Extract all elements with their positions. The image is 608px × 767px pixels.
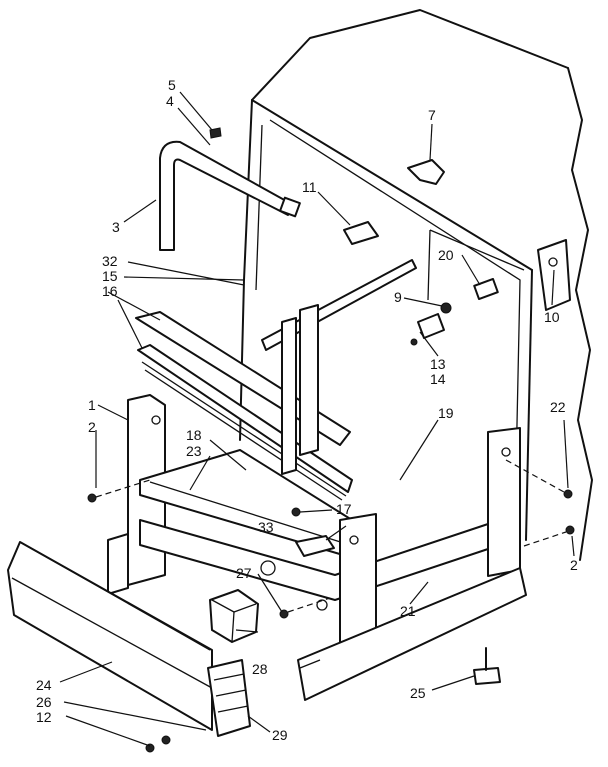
- callout-5: 5: [168, 77, 176, 93]
- callout-14: 14: [430, 371, 446, 387]
- frame-foot-left: [107, 533, 129, 595]
- callout-19: 19: [438, 405, 454, 421]
- callout-2-left: 2: [88, 419, 96, 435]
- callout-16: 16: [102, 283, 118, 299]
- callout-9: 9: [394, 289, 402, 305]
- front-post-right: [487, 427, 521, 577]
- clip-part-7: [407, 159, 445, 185]
- base-rail: [297, 567, 527, 701]
- rear-post-left: [281, 317, 297, 475]
- tub-cabinet: [239, 9, 593, 561]
- callout-29: 29: [272, 727, 288, 743]
- arm-end-block: [279, 196, 301, 218]
- leveling-foot-part-25: [473, 667, 501, 685]
- callout-25: 25: [410, 685, 426, 701]
- screw-part-12: [145, 743, 155, 753]
- leader-lines: [59, 91, 575, 747]
- callout-13: 13: [430, 356, 446, 372]
- callout-23: 23: [186, 443, 202, 459]
- callout-20: 20: [438, 247, 454, 263]
- callout-26: 26: [36, 694, 52, 710]
- callout-1: 1: [88, 397, 96, 413]
- callout-7: 7: [428, 107, 436, 123]
- callout-24: 24: [36, 677, 52, 693]
- callout-21: 21: [400, 603, 416, 619]
- washer-part-26: [161, 735, 171, 745]
- callout-32: 32: [102, 253, 118, 269]
- callout-15: 15: [102, 268, 118, 284]
- screw-part-2-right: [565, 525, 575, 535]
- callout-3: 3: [112, 219, 120, 235]
- flange-hole: [548, 257, 558, 267]
- callout-10: 10: [544, 309, 560, 325]
- screw-part-17: [291, 507, 301, 517]
- callout-17: 17: [336, 501, 352, 517]
- callout-28: 28: [252, 661, 268, 677]
- callout-18: 18: [186, 427, 202, 443]
- crossbar-hole-2: [316, 599, 328, 611]
- callout-22: 22: [550, 399, 566, 415]
- screw-part-2-left: [87, 493, 97, 503]
- rear-post-mid: [299, 304, 319, 456]
- screw-part-14: [410, 338, 418, 346]
- crossbar-hole-1: [260, 560, 276, 576]
- callout-11: 11: [302, 179, 317, 195]
- callout-2-right: 2: [570, 557, 578, 573]
- part-11: [343, 221, 379, 245]
- screw-part-22: [563, 489, 573, 499]
- screw-part-9: [440, 302, 452, 314]
- callout-33: 33: [258, 519, 274, 535]
- callout-4: 4: [166, 93, 174, 109]
- door-arm-part-3: [159, 140, 289, 251]
- part-20: [473, 278, 499, 300]
- rail-part-16: [137, 344, 353, 493]
- screw-part-5: [209, 127, 222, 139]
- pad-part-29: [207, 659, 251, 737]
- callout-27: 27: [236, 565, 252, 581]
- bracket-part-13: [417, 313, 445, 339]
- block-part-33: [295, 535, 335, 557]
- callout-12: 12: [36, 709, 52, 725]
- frame-hole: [151, 415, 161, 425]
